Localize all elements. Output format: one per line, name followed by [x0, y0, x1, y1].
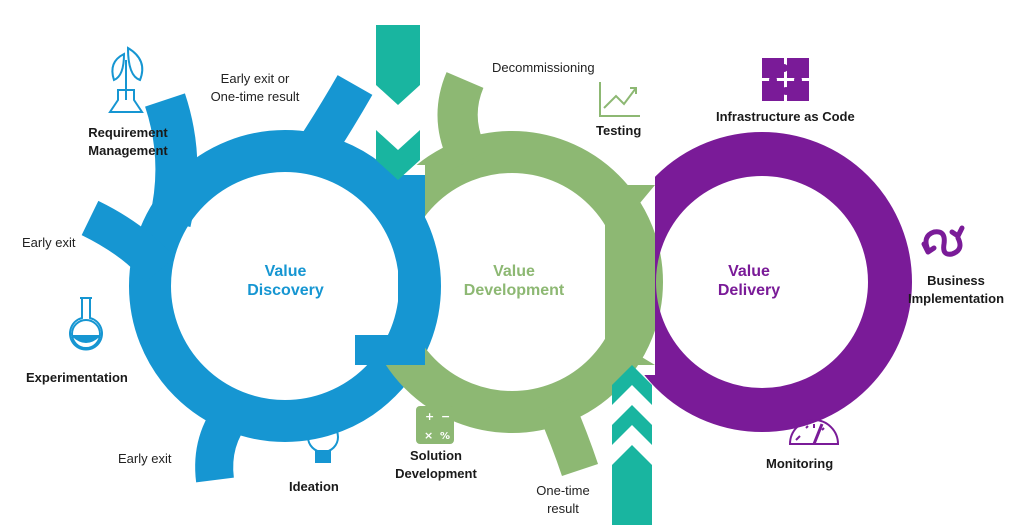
- svg-text:×: ×: [424, 429, 433, 442]
- solution-development-label: Solution Development: [395, 448, 477, 481]
- early-exit-onetime-label: Early exit or One-time result: [210, 71, 300, 104]
- development-title: Value Development: [463, 263, 565, 299]
- discovery-title: Value Discovery: [247, 263, 324, 299]
- early-exit-left-label: Early exit: [22, 235, 76, 250]
- lightbulb-icon: [307, 421, 339, 463]
- lab-flask-icon: [69, 297, 103, 351]
- requirement-management-label: Requirement Management: [88, 125, 168, 158]
- experimentation-label: Experimentation: [26, 370, 128, 385]
- ideation-label: Ideation: [289, 479, 339, 494]
- onetime-result-label: One-time result: [536, 483, 590, 516]
- early-exit-bottom-label: Early exit: [118, 451, 172, 466]
- calculator-icon: + − × %: [416, 406, 454, 444]
- delivery-loop: [612, 132, 912, 432]
- top-teal-arrows: [376, 25, 420, 180]
- svg-text:%: %: [440, 431, 450, 442]
- business-implementation-label: Business Implementation: [907, 273, 1005, 306]
- delivery-title: Value Delivery: [717, 263, 781, 299]
- plant-in-flask-icon: [108, 46, 144, 113]
- bottom-teal-arrows: [612, 365, 652, 525]
- svg-text:+: +: [425, 410, 434, 423]
- svg-text:−: −: [441, 410, 450, 423]
- monitoring-label: Monitoring: [766, 456, 834, 471]
- decommissioning-label: Decommissioning: [492, 60, 595, 75]
- puzzle-icon: [762, 58, 809, 101]
- infinity-arrows-icon: [921, 225, 965, 257]
- gauge-icon: [788, 419, 840, 445]
- infrastructure-label: Infrastructure as Code: [716, 109, 855, 124]
- testing-label: Testing: [596, 123, 642, 138]
- line-chart-icon: [599, 82, 640, 117]
